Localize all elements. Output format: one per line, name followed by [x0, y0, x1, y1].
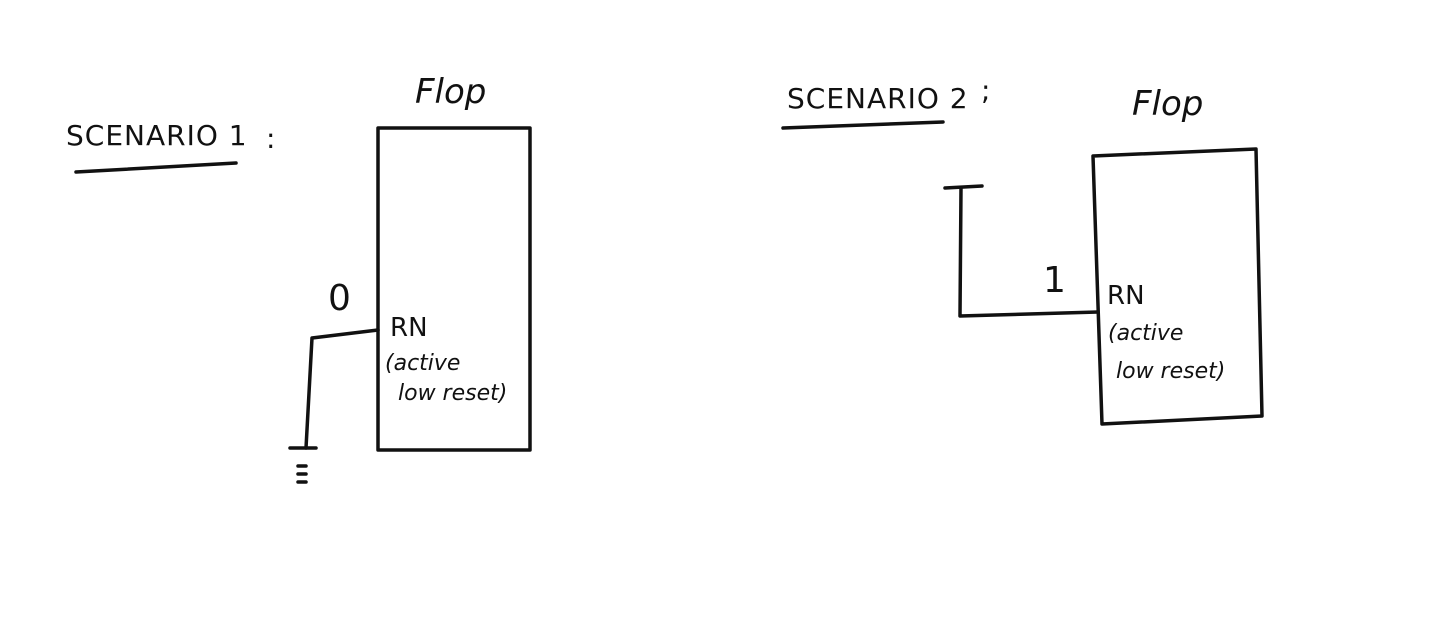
scenario-2-input-value: 1: [1043, 260, 1066, 301]
scenario-2: SCENARIO 2 ; Flop RN (active low reset) …: [781, 74, 1264, 426]
scenario-1-pin-label: RN: [390, 313, 428, 343]
ground-icon: [288, 446, 318, 484]
scenario-1-title-underline: [74, 161, 238, 174]
scenario-1-note-line1: (active: [385, 351, 460, 376]
scenario-1-title: SCENARIO 1: [66, 119, 248, 152]
scenario-1-flop-label: Flop: [415, 72, 486, 112]
scenario-2-title-underline: [781, 120, 945, 130]
scenario-2-title: SCENARIO 2: [787, 82, 969, 115]
scenario-1: SCENARIO 1 : Flop RN (active low reset) …: [66, 72, 532, 484]
scenario-1-flop-box: [376, 126, 532, 452]
scenario-2-flop-box: [1091, 147, 1264, 426]
scenario-2-wire: [958, 186, 1100, 318]
scenario-2-colon: ;: [981, 74, 991, 107]
scenario-2-pin-label: RN: [1107, 281, 1145, 311]
scenario-1-wire: [304, 328, 380, 450]
scenario-2-flop-label: Flop: [1132, 84, 1203, 124]
scenario-1-note-line2: low reset): [398, 381, 507, 406]
scenario-1-input-value: 0: [328, 278, 351, 319]
scenario-2-note-line2: low reset): [1116, 359, 1225, 384]
scenario-1-colon: :: [266, 122, 276, 155]
vdd-tie-icon: [943, 184, 984, 190]
scenario-2-note-line1: (active: [1108, 321, 1183, 346]
